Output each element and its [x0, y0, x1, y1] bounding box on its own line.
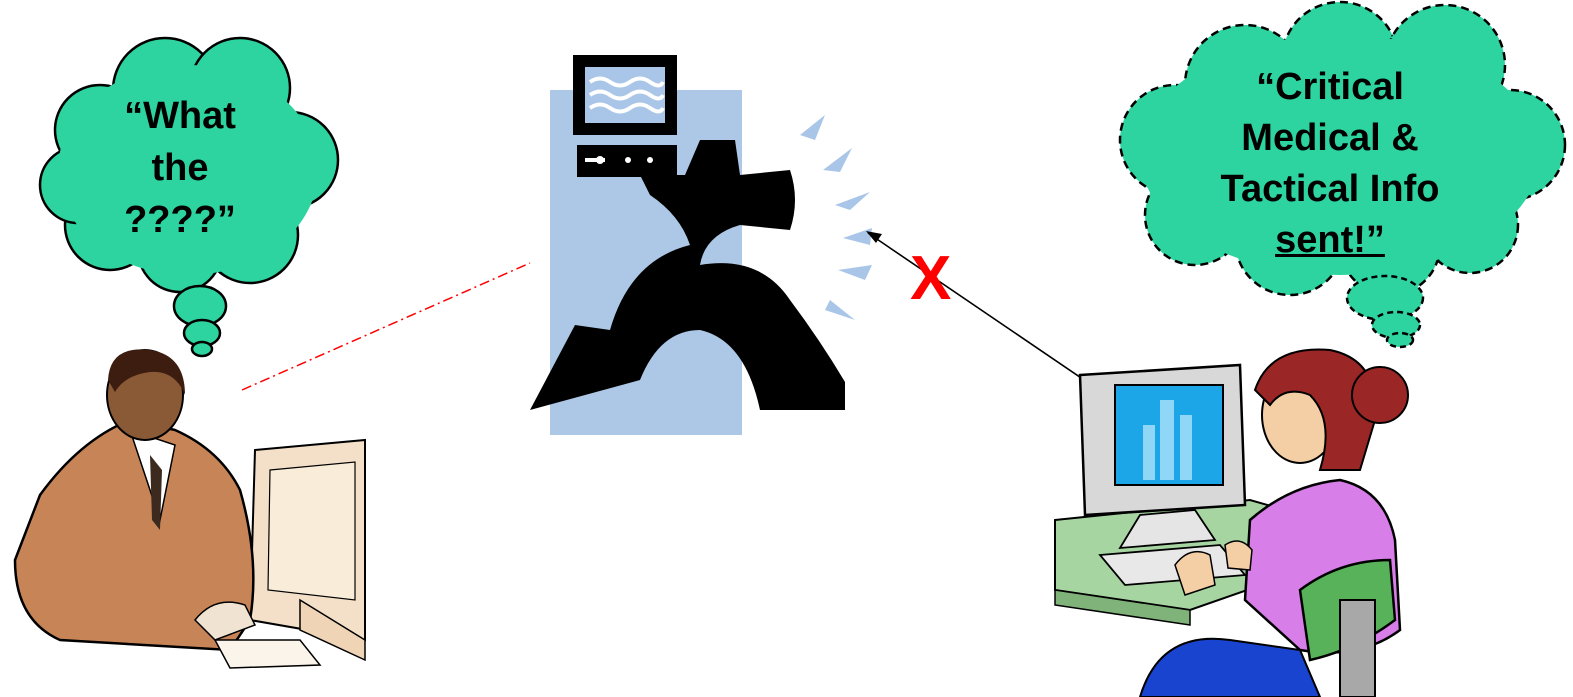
right-bubble-line-4: sent!”: [1275, 219, 1385, 261]
man-at-computer-icon: [13, 349, 366, 669]
failure-x-mark: X: [910, 244, 952, 313]
left-thought-bubble: [38, 36, 340, 358]
left-bubble-text: “What the ????”: [95, 90, 265, 246]
server-tower-icon: [530, 55, 872, 435]
right-bubble-line-2: Medical &: [1241, 117, 1419, 159]
right-bubble-line-1: “Critical: [1256, 66, 1404, 108]
woman-at-computer-icon: [1054, 348, 1409, 697]
left-bubble-line-2: the: [151, 147, 209, 189]
left-bubble-line-3: ????”: [124, 199, 236, 241]
left-bubble-line-1: “What: [124, 95, 236, 137]
right-bubble-text: “Critical Medical & Tactical Info sent!”: [1185, 62, 1475, 266]
right-thought-bubble: [1118, 0, 1567, 349]
broken-connection-line: [241, 262, 531, 391]
right-bubble-line-3: Tactical Info: [1220, 168, 1440, 210]
